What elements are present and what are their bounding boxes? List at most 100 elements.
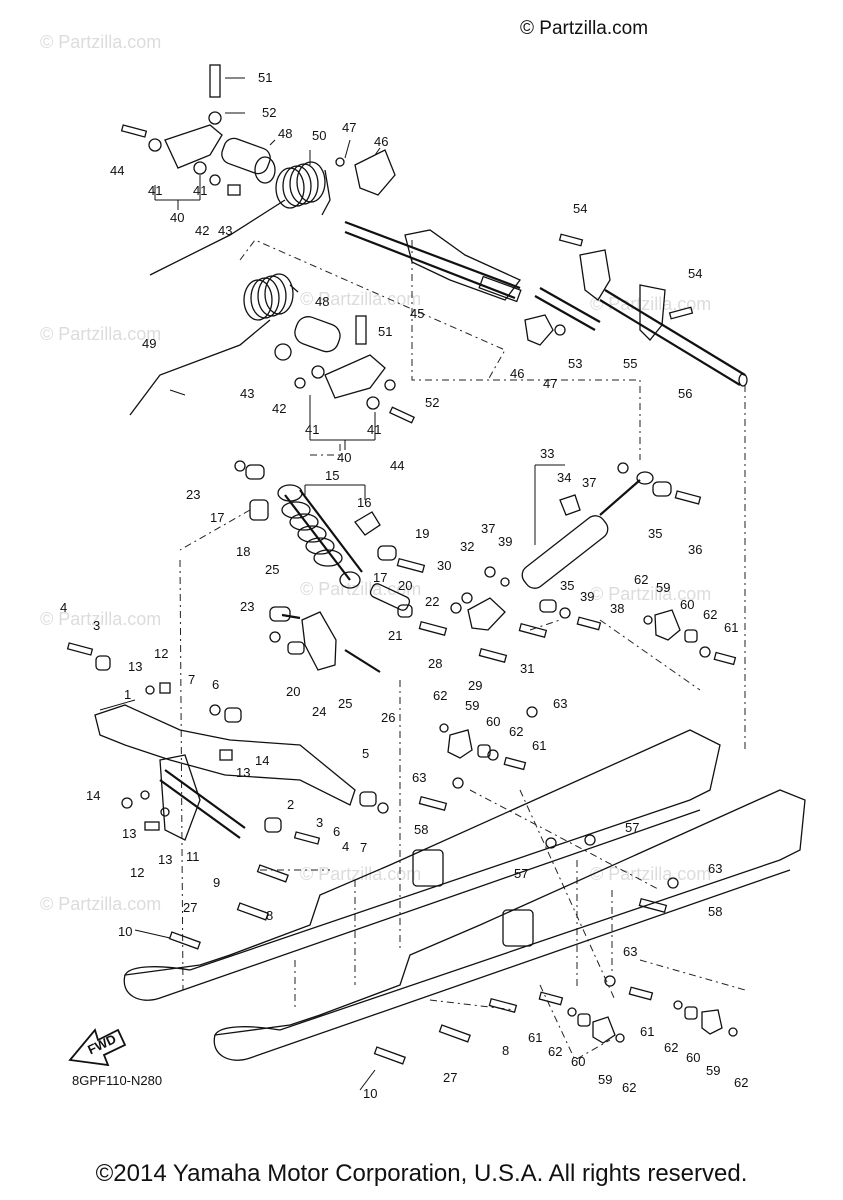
part-number-label: 53 [568,356,582,371]
rear-small-parts [439,609,738,1044]
part-number-label: 46 [374,134,388,149]
part-number-label: 44 [390,458,404,473]
part-number-label: 12 [130,865,144,880]
part-number-label: 60 [571,1054,585,1069]
part-number-label: 59 [706,1063,720,1078]
part-number-label: 50 [312,128,326,143]
part-number-label: 62 [703,607,717,622]
reference-lines [155,199,746,1061]
watermark: © Partzilla.com [40,609,161,629]
part-number-label: 49 [142,336,156,351]
watermark: © Partzilla.com [40,894,161,914]
part-number-label: 63 [708,861,722,876]
part-number-label: 38 [610,601,624,616]
part-number-label: 61 [532,738,546,753]
torsion-springs [129,161,331,416]
part-number-label: 2 [287,797,294,812]
part-number-label: 22 [425,594,439,609]
middle-linkage [209,566,548,723]
part-number-label: 55 [623,356,637,371]
footer-copyright: ©2014 Yamaha Motor Corporation, U.S.A. A… [95,1160,748,1187]
part-number-label: 59 [598,1072,612,1087]
partzilla-copyright: © Partzilla.com [520,18,649,39]
part-number-label: 18 [236,544,250,559]
part-number-label: 3 [93,618,100,633]
part-number-label: 25 [265,562,279,577]
part-number-label: 61 [724,620,738,635]
part-number-label: 58 [414,822,428,837]
part-number-label: 51 [258,70,272,85]
part-number-label: 58 [708,904,722,919]
watermark-layer: © Partzilla.com © Partzilla.com © Partzi… [40,32,711,914]
part-number-label: 36 [688,542,702,557]
part-number-label: 30 [437,558,451,573]
stopper-damper [521,462,702,631]
part-number-label: 28 [428,656,442,671]
part-number-label: 23 [186,487,200,502]
part-number-label: 17 [210,510,224,525]
part-number-label: 43 [240,386,254,401]
part-number-label: 42 [272,401,286,416]
part-number-label: 25 [338,696,352,711]
part-number-label: 62 [664,1040,678,1055]
part-number-label: 61 [640,1024,654,1039]
part-number-label: 37 [481,521,495,536]
part-number-label: 31 [520,661,534,676]
part-number-label: 62 [548,1044,562,1059]
part-number-label: 12 [154,646,168,661]
part-number-label: 56 [678,386,692,401]
part-number-label: 61 [528,1030,542,1045]
part-number-label: 59 [656,580,670,595]
part-number-label: 8 [266,908,273,923]
leader-lines [99,77,565,1091]
watermark: © Partzilla.com [300,579,421,599]
part-number-label: 62 [634,572,648,587]
fwd-arrow-icon: FWD [68,1028,127,1067]
part-number-label: 62 [433,688,447,703]
part-number-label: 54 [688,266,702,281]
part-number-label: 41 [148,183,162,198]
part-number-label: 24 [312,704,326,719]
slide-rails [123,729,806,1065]
part-number-label: 21 [388,628,402,643]
part-number-label: 43 [218,223,232,238]
part-number-label: 40 [337,450,351,465]
upper-shaft-assembly [344,149,748,387]
part-number-label: 62 [734,1075,748,1090]
part-number-label: 6 [212,677,219,692]
part-number-label: 5 [362,746,369,761]
part-number-label: 54 [573,201,587,216]
part-number-label: 45 [410,306,424,321]
part-number-label: 20 [398,578,412,593]
watermark: © Partzilla.com [300,864,421,884]
part-number-label: 14 [255,753,269,768]
part-number-label: 9 [213,875,220,890]
part-number-label: 44 [110,163,124,178]
part-number-label: 19 [415,526,429,541]
part-number-label: 63 [412,770,426,785]
part-number-label: 32 [460,539,474,554]
top-small-parts [120,64,694,424]
part-number-label: 57 [625,820,639,835]
part-number-label: 35 [560,578,574,593]
part-number-label: 6 [333,824,340,839]
part-number-label: 17 [373,570,387,585]
part-number-label: 27 [443,1070,457,1085]
front-arm-assembly [66,642,389,845]
part-number-label: 52 [425,395,439,410]
part-number-label: 41 [305,422,319,437]
part-number-label: 40 [170,210,184,225]
part-number-label: 48 [278,126,292,141]
part-number-label: 10 [118,924,132,939]
part-number-label: 60 [686,1050,700,1065]
part-number-label: 52 [262,105,276,120]
part-number-label: 26 [381,710,395,725]
part-number-label: 3 [316,815,323,830]
part-number-label: 13 [128,659,142,674]
part-number-label: 41 [193,183,207,198]
part-number-label: 1 [124,687,131,702]
part-number-label: 33 [540,446,554,461]
part-number-label: 20 [286,684,300,699]
